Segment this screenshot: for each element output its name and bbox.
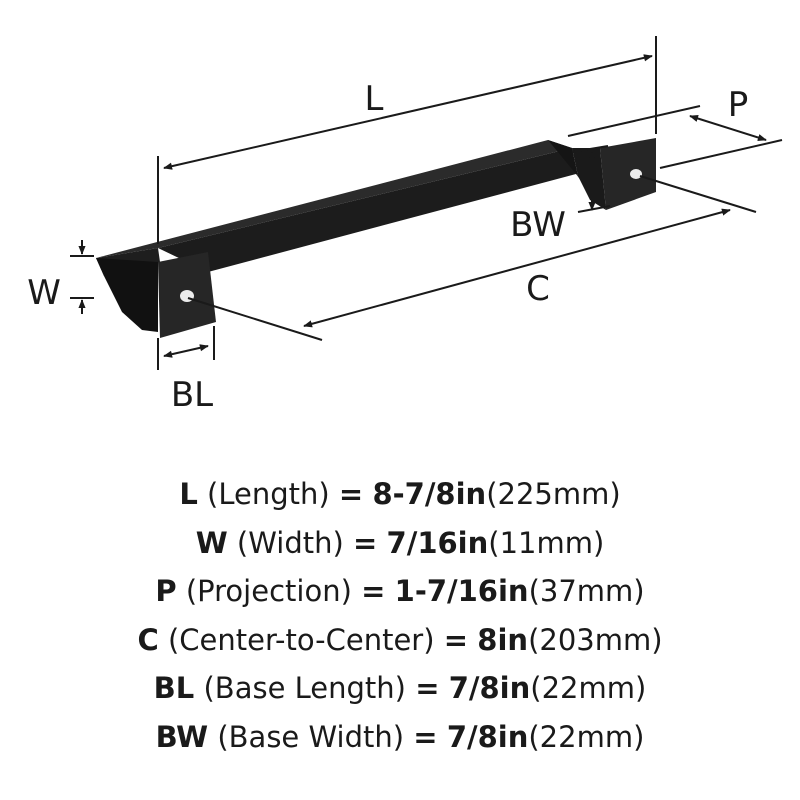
spec-projection: P (Projection) = 1-7/16in(37mm) xyxy=(0,567,800,616)
left-post-side xyxy=(96,258,158,332)
spec-equals: = xyxy=(443,622,469,657)
spec-value: 7/8in xyxy=(446,719,529,754)
handle-dimension-diagram: L P BW C W BL xyxy=(27,36,783,415)
spec-symbol: BW xyxy=(155,719,209,754)
spec-value: 7/16in xyxy=(386,525,489,560)
dimension-length: L xyxy=(157,36,657,244)
spec-metric: (37mm) xyxy=(528,574,645,608)
label-BW: BW xyxy=(510,205,566,245)
spec-value: 7/8in xyxy=(448,671,531,705)
spec-symbol: P xyxy=(155,574,177,608)
spec-symbol: W xyxy=(195,525,228,560)
handle-illustration xyxy=(96,138,656,338)
spec-width: W (Width) = 7/16in(11mm) xyxy=(0,519,800,568)
dimension-base-length: BL xyxy=(157,326,215,415)
label-C: C xyxy=(526,269,550,309)
spec-base-length: BL (Base Length) = 7/8in(22mm) xyxy=(0,664,800,713)
right-screw-hole xyxy=(630,169,642,179)
spec-name: (Center-to-Center) xyxy=(167,622,435,657)
spec-value: 8in xyxy=(477,622,529,657)
right-base xyxy=(600,138,656,210)
spec-symbol: C xyxy=(137,622,159,657)
spec-center-to-center: C (Center-to-Center) = 8in(203mm) xyxy=(0,616,800,665)
spec-symbol: BL xyxy=(153,671,195,705)
handle-bar-top xyxy=(96,140,572,258)
spec-value: 8-7/8in xyxy=(372,477,487,511)
spec-value: 1-7/16in xyxy=(394,574,529,608)
spec-symbol: L xyxy=(179,477,198,511)
dimension-width: W xyxy=(27,240,94,314)
spec-name: (Length) xyxy=(207,477,330,511)
spec-metric: (203mm) xyxy=(528,622,663,657)
spec-metric: (225mm) xyxy=(486,477,621,511)
spec-equals: = xyxy=(353,525,378,560)
label-L: L xyxy=(365,79,384,119)
specifications-list: L (Length) = 8-7/8in(225mm) W (Width) = … xyxy=(0,470,800,761)
dimension-center-to-center: C xyxy=(187,175,757,341)
label-W: W xyxy=(27,273,61,313)
spec-equals: = xyxy=(338,477,364,511)
spec-equals: = xyxy=(415,671,440,705)
spec-metric: (11mm) xyxy=(488,525,605,560)
spec-name: (Base Width) xyxy=(217,719,405,754)
spec-metric: (22mm) xyxy=(530,671,647,705)
spec-name: (Width) xyxy=(236,525,344,560)
spec-name: (Projection) xyxy=(185,574,352,608)
spec-metric: (22mm) xyxy=(528,719,645,754)
dimension-projection: P xyxy=(567,85,783,169)
spec-equals: = xyxy=(361,574,386,608)
label-P: P xyxy=(728,85,749,125)
spec-base-width: BW (Base Width) = 7/8in(22mm) xyxy=(0,713,800,762)
spec-name: (Base Length) xyxy=(203,671,406,705)
spec-length: L (Length) = 8-7/8in(225mm) xyxy=(0,470,800,519)
spec-equals: = xyxy=(413,719,438,754)
label-BL: BL xyxy=(171,375,213,415)
